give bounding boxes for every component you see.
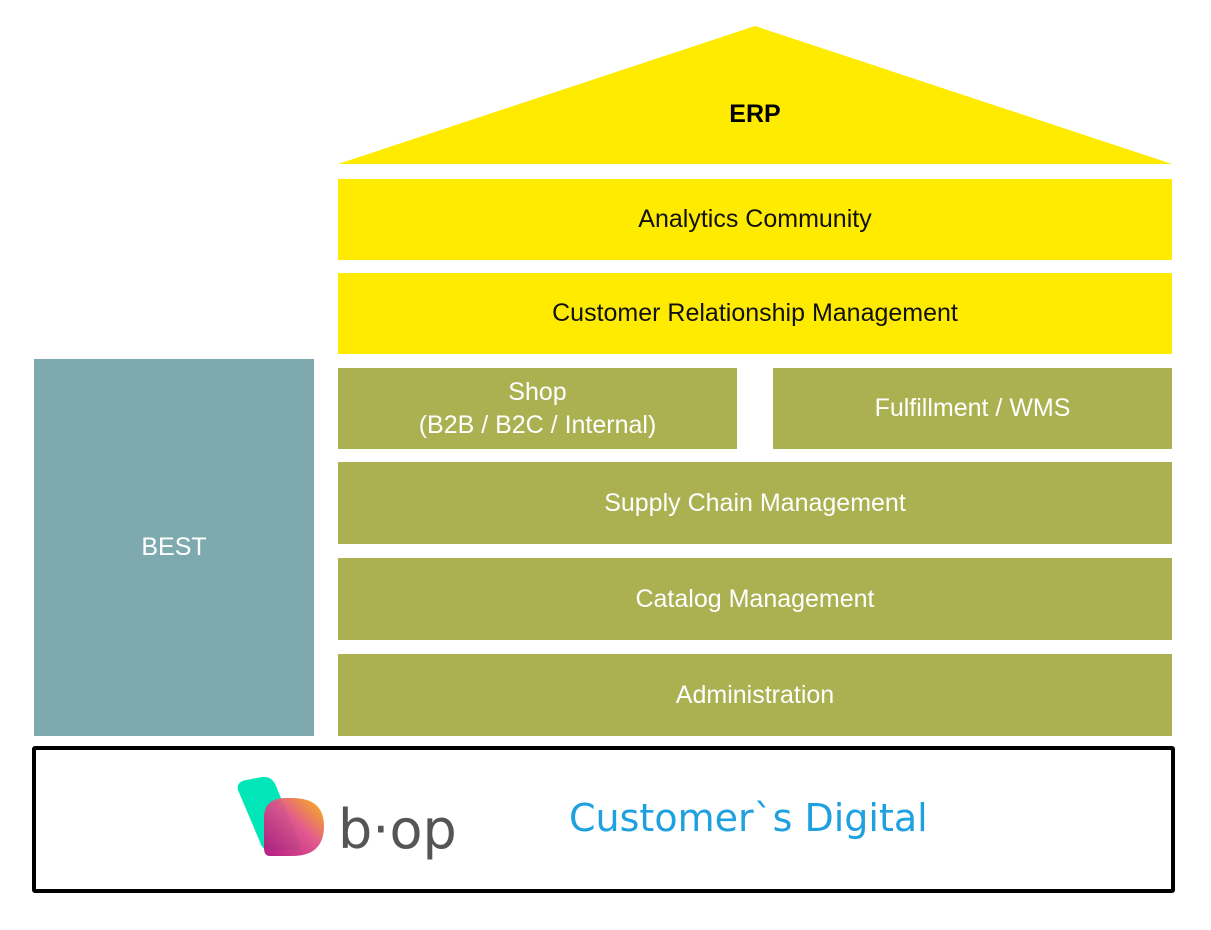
- erp-label: ERP: [729, 100, 781, 128]
- foundation-box: b·op Customer`s Digital: [32, 746, 1175, 893]
- pillar-best: BEST: [34, 359, 314, 736]
- layer-catalog-management: Catalog Management: [338, 558, 1172, 640]
- logo-wordmark: b·op: [338, 798, 454, 861]
- layer-administration: Administration: [338, 654, 1172, 736]
- customers-digital-label: Customer`s Digital: [569, 796, 928, 840]
- bop-logo-icon: b·op: [237, 776, 457, 861]
- roof-triangle: [338, 26, 1172, 164]
- layer-fulfillment-wms: Fulfillment / WMS: [773, 368, 1172, 449]
- layer-label: Customer Relationship Management: [552, 299, 958, 327]
- layer-label: Supply Chain Management: [604, 488, 906, 517]
- shop-sublabel: (B2B / B2C / Internal): [418, 410, 657, 439]
- layer-customer-relationship-management: Customer Relationship Management: [338, 273, 1172, 354]
- erp-roof: ERP: [338, 26, 1172, 165]
- layer-supply-chain-management: Supply Chain Management: [338, 462, 1172, 544]
- layer-label: Analytics Community: [638, 205, 872, 233]
- layer-shop: Shop (B2B / B2C / Internal): [338, 368, 737, 449]
- layer-label: Catalog Management: [635, 584, 875, 613]
- layer-label: Fulfillment / WMS: [874, 394, 1071, 422]
- pillar-label: BEST: [141, 533, 207, 561]
- layer-analytics-community: Analytics Community: [338, 179, 1172, 260]
- layer-label: Administration: [675, 680, 835, 709]
- bop-logo: b·op: [234, 768, 457, 864]
- shop-label: Shop: [508, 377, 567, 406]
